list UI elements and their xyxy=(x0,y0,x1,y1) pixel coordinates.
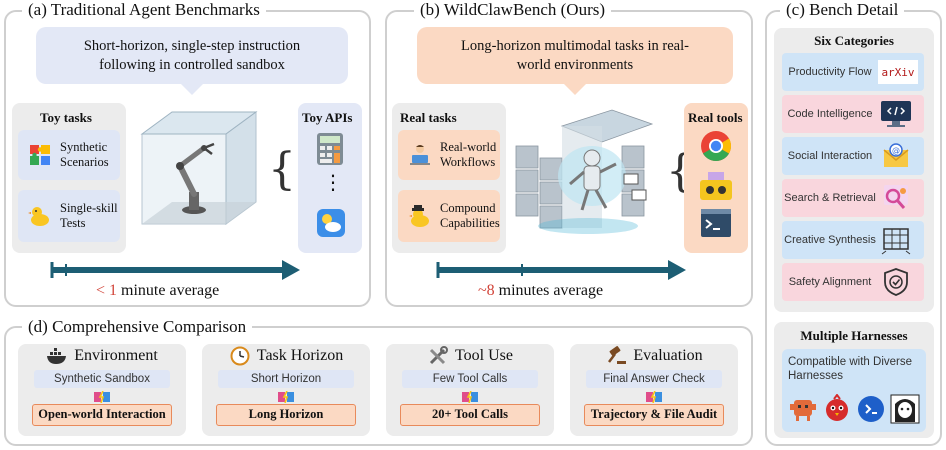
rubber-duck-icon xyxy=(28,207,49,226)
category-label: Creative Synthesis xyxy=(784,234,876,246)
comparison-new: 20+ Tool Calls xyxy=(400,404,540,426)
average-time-b-value: ~8 xyxy=(478,282,495,299)
tools-icon xyxy=(429,346,448,365)
category-code: Code Intelligence xyxy=(782,95,924,133)
panel-b-title: (b) WildClawBench (Ours) xyxy=(414,1,612,19)
average-time-a-value: < 1 xyxy=(96,282,118,299)
comparison-old: Synthetic Sandbox xyxy=(34,370,170,388)
category-label: Code Intelligence xyxy=(787,108,873,120)
category-search: Search & Retrieval xyxy=(782,179,924,217)
six-categories-title: Six Categories xyxy=(814,33,894,48)
category-productivity: Productivity Flow arXiv xyxy=(782,53,924,91)
comparison-environment: Environment Synthetic Sandbox Open-world… xyxy=(18,344,186,436)
comparison-head: Evaluation xyxy=(570,346,738,366)
panel-b-callout: Long-horizon multimodal tasks in real-wo… xyxy=(417,27,733,95)
category-social: Social Interaction @ xyxy=(782,137,924,175)
task-label-real-world: Real-world Workflows xyxy=(440,140,497,169)
timeline-b xyxy=(436,260,686,280)
versus-flash-icon xyxy=(94,391,110,403)
comparison-new: Open-world Interaction xyxy=(32,404,172,426)
real-world-environment-illustration xyxy=(515,109,654,234)
search-gear-icon xyxy=(884,185,908,209)
cassette-tool-icon xyxy=(700,172,732,200)
category-safety: Safety Alignment xyxy=(782,263,924,301)
panel-d-title: (d) Comprehensive Comparison xyxy=(22,318,253,336)
anime-agent-icon xyxy=(890,394,920,424)
comparison-head-label: Evaluation xyxy=(633,347,703,364)
terminal-icon xyxy=(701,209,731,237)
task-label-single-skill: Single-skill Tests xyxy=(60,201,118,230)
task-card-single-skill: Single-skill Tests xyxy=(18,190,120,242)
comparison-evaluation: Evaluation Final Answer Check Trajectory… xyxy=(570,344,738,436)
chrome-icon xyxy=(701,131,732,162)
arxiv-icon-text: arXiv xyxy=(881,65,915,79)
panel-a-callout: Short-horizon, single-step instruction f… xyxy=(36,27,348,95)
comparison-head: Tool Use xyxy=(386,346,554,366)
comparison-head: Environment xyxy=(18,346,186,366)
arxiv-icon: arXiv xyxy=(878,60,918,84)
panel-c-title: (c) Bench Detail xyxy=(780,1,905,19)
comparison-head: Task Horizon xyxy=(202,346,370,366)
comparison-old: Few Tool Calls xyxy=(402,370,538,388)
claw-agent-icon xyxy=(790,400,816,421)
comparison-tool-use: Tool Use Few Tool Calls 20+ Tool Calls xyxy=(386,344,554,436)
harnesses-title: Multiple Harnesses xyxy=(800,328,908,343)
task-label-synthetic: Synthetic Scenarios xyxy=(60,140,109,169)
category-label: Search & Retrieval xyxy=(784,192,876,204)
comparison-new: Long Horizon xyxy=(216,404,356,426)
sandbox-cube-illustration xyxy=(140,111,258,225)
panel-a-callout-text: Short-horizon, single-step instruction f… xyxy=(83,37,301,73)
film-icon xyxy=(881,228,911,255)
category-label: Social Interaction xyxy=(787,150,873,162)
harnesses-inner: Compatible with Diverse Harnesses xyxy=(782,349,926,432)
red-bird-agent-icon xyxy=(826,394,848,421)
real-tasks-title: Real tasks xyxy=(400,110,457,125)
average-time-a-label: minute average xyxy=(117,282,220,299)
comparison-head-label: Environment xyxy=(74,347,158,364)
toy-tasks-title: Toy tasks xyxy=(40,110,92,125)
task-card-compound: Compound Capabilities xyxy=(398,190,500,242)
weather-icon xyxy=(317,209,345,237)
category-label: Productivity Flow xyxy=(788,66,872,78)
comparison-head-label: Task Horizon xyxy=(256,347,344,364)
calculator-icon xyxy=(317,133,343,165)
svg-text:@: @ xyxy=(892,146,900,155)
task-label-compound: Compound Capabilities xyxy=(440,201,500,230)
average-time-b: ~8 minutes average xyxy=(478,282,603,300)
real-tools-title: Real tools xyxy=(688,110,743,125)
code-monitor-icon xyxy=(881,101,911,127)
email-icon: @ xyxy=(883,143,909,167)
duck-detective-icon xyxy=(409,205,429,227)
category-label: Safety Alignment xyxy=(788,276,872,288)
apis-ellipsis: ⋮ xyxy=(323,170,343,194)
task-card-synthetic: Synthetic Scenarios xyxy=(18,130,120,180)
average-time-a: < 1 minute average xyxy=(96,282,219,300)
brace-a: { xyxy=(268,144,296,195)
panel-b-callout-text: Long-horizon multimodal tasks in real-wo… xyxy=(461,37,689,73)
puzzle-icon xyxy=(30,145,50,165)
toy-apis-title: Toy APIs xyxy=(302,110,353,125)
comparison-task-horizon: Task Horizon Short Horizon Long Horizon xyxy=(202,344,370,436)
versus-flash-icon xyxy=(462,391,478,403)
harnesses-box: Multiple Harnesses Compatible with Diver… xyxy=(774,322,934,438)
versus-flash-icon xyxy=(646,391,662,403)
docker-whale-icon xyxy=(47,348,67,364)
code-agent-icon xyxy=(858,396,884,422)
clock-icon xyxy=(230,346,250,366)
average-time-b-label: minutes average xyxy=(494,282,604,299)
versus-flash-icon xyxy=(278,391,294,403)
panel-a-title: (a) Traditional Agent Benchmarks xyxy=(22,1,266,19)
comparison-old: Short Horizon xyxy=(218,370,354,388)
gavel-icon xyxy=(608,346,627,364)
harnesses-text: Compatible with Diverse Harnesses xyxy=(788,356,912,382)
shield-icon xyxy=(884,268,908,296)
six-categories-box: Six Categories Productivity Flow arXiv C… xyxy=(774,28,934,312)
laptop-worker-icon xyxy=(410,145,430,165)
timeline-a xyxy=(50,260,300,280)
comparison-head-label: Tool Use xyxy=(455,347,513,364)
comparison-old: Final Answer Check xyxy=(586,370,722,388)
comparison-new: Trajectory & File Audit xyxy=(584,404,724,426)
category-creative: Creative Synthesis xyxy=(782,221,924,259)
task-card-real-world: Real-world Workflows xyxy=(398,130,500,180)
